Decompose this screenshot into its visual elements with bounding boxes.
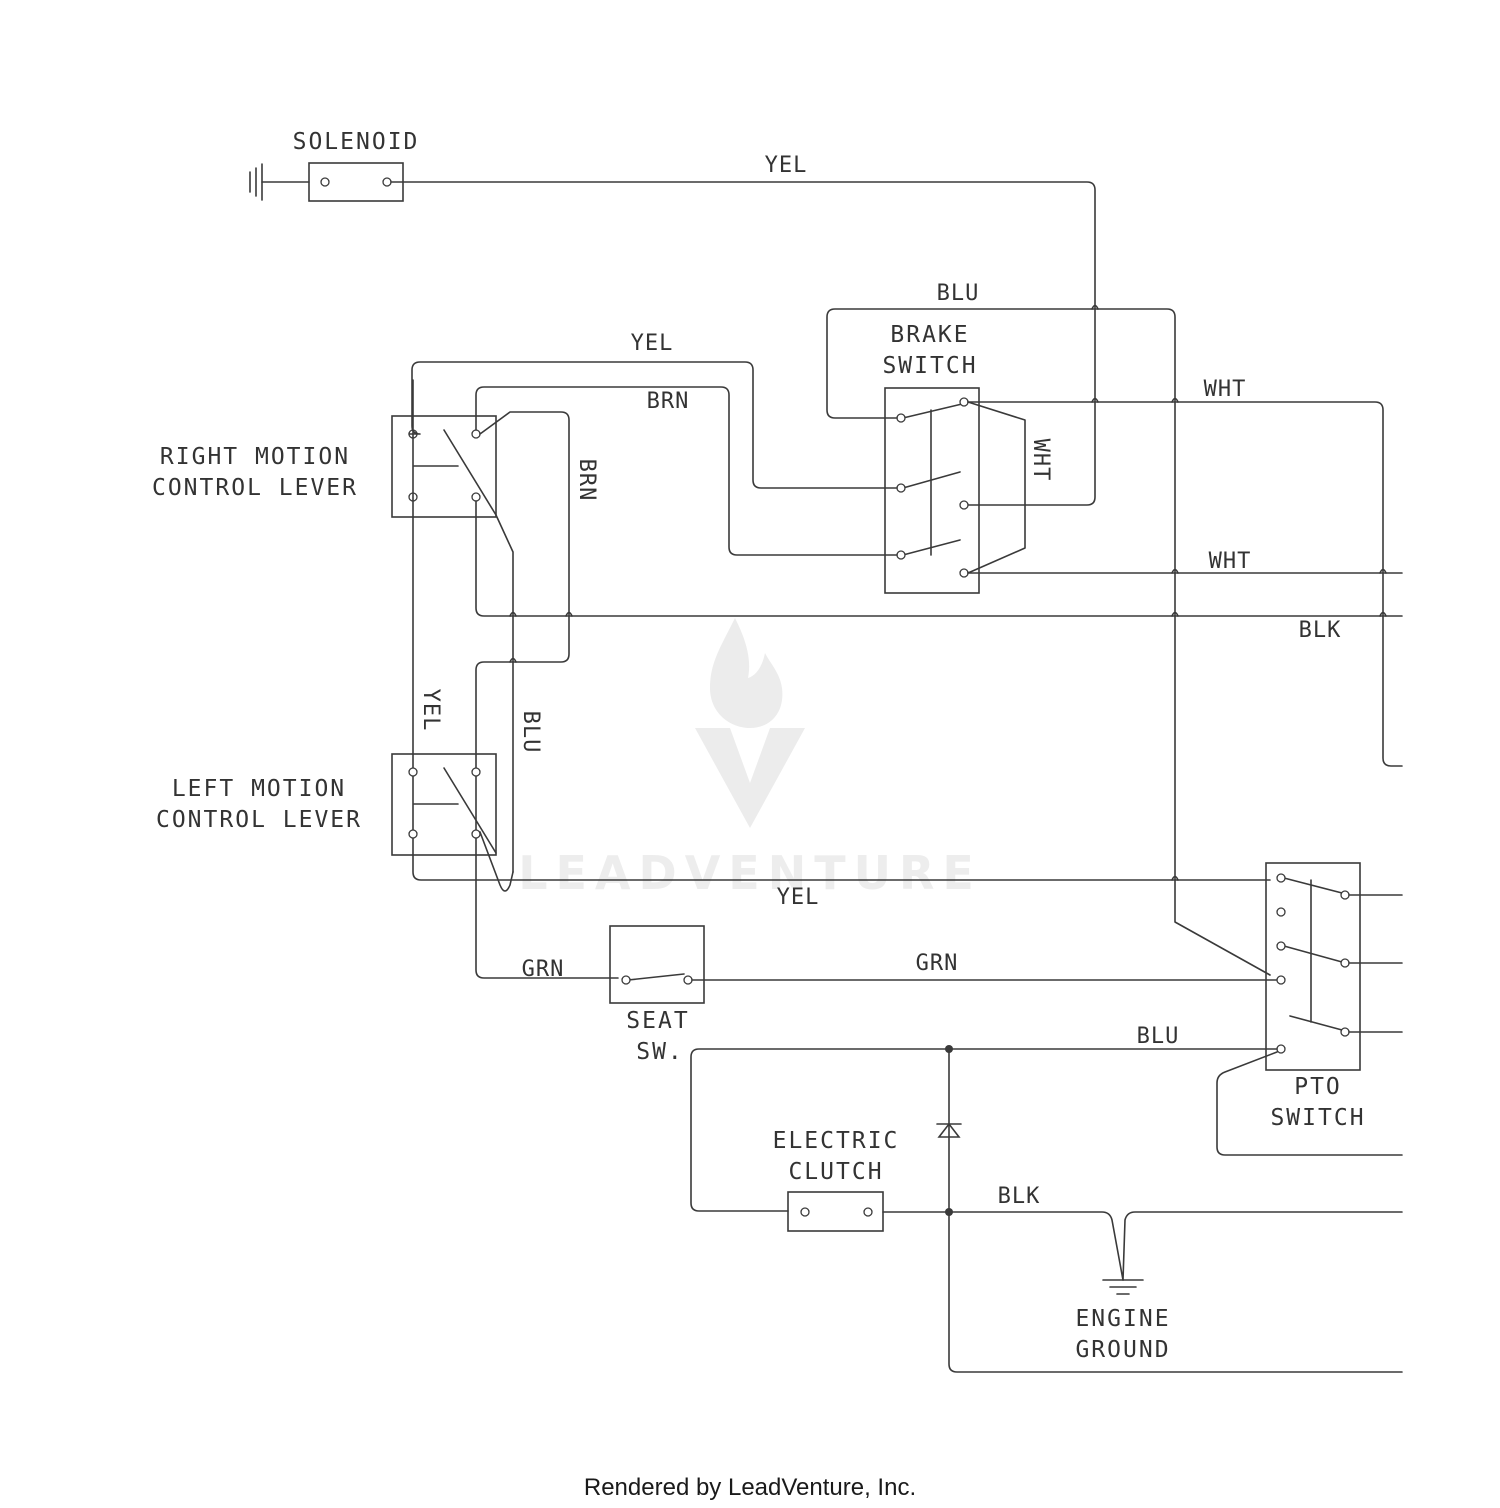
- footer-credit: Rendered by LeadVenture, Inc.: [583, 1474, 917, 1501]
- wire-label-wht-upper: WHT: [1204, 377, 1247, 402]
- wire-label-yel-bottom: YEL: [777, 885, 820, 910]
- wire-label-blu-vertical: BLU: [518, 711, 543, 754]
- seat-switch-label-2: SW.: [636, 1039, 684, 1065]
- left-lever-label-1: LEFT MOTION: [172, 776, 346, 802]
- solenoid: [249, 162, 404, 202]
- engine-ground-label-2: GROUND: [1075, 1337, 1170, 1363]
- right-lever-label-2: CONTROL LEVER: [152, 475, 358, 501]
- watermark-flame-icon: [690, 618, 810, 833]
- electric-clutch: [787, 1191, 884, 1232]
- pto-switch: [1265, 862, 1361, 1071]
- engine-ground-label-1: ENGINE: [1075, 1306, 1170, 1332]
- electric-clutch-label-2: CLUTCH: [788, 1159, 883, 1185]
- right-motion-control-lever: [391, 415, 497, 518]
- electric-clutch-label-1: ELECTRIC: [773, 1128, 900, 1154]
- wire-pto-return: [1216, 1051, 1403, 1156]
- wire-top-brn: [475, 386, 898, 556]
- wire-label-top-yel: YEL: [631, 331, 674, 356]
- wire-label-brn-vertical: BRN: [574, 459, 599, 502]
- brake-switch: [884, 387, 980, 594]
- wire-wht-jumper: [967, 401, 1026, 574]
- seat-switch-label-1: SEAT: [626, 1008, 689, 1034]
- wire-brn-vertical: [475, 411, 619, 979]
- wire-label-brake-blu: BLU: [937, 281, 980, 306]
- pto-switch-label-1: PTO: [1294, 1074, 1342, 1100]
- wire-top-yel: [408, 361, 898, 489]
- wire-blk-ground-right: [1122, 1211, 1403, 1281]
- wire-label-yel-vertical: YEL: [418, 689, 443, 732]
- wire-yel-left-vertical: [412, 379, 1271, 881]
- brake-switch-label-2: SWITCH: [882, 353, 977, 379]
- wire-label-blu-pto: BLU: [1137, 1024, 1180, 1049]
- wire-crossovers: [509, 304, 1387, 881]
- wire-label-top-brn: BRN: [647, 389, 690, 414]
- wire-wht-upper: [967, 401, 1403, 767]
- wire-label-wht-vertical: WHT: [1028, 439, 1053, 482]
- engine-ground-icon: [1102, 1279, 1144, 1295]
- wire-solenoid-yel: [390, 181, 1096, 506]
- wire-label-blk-ground: BLK: [998, 1184, 1041, 1209]
- wire-label-wht-lower: WHT: [1209, 549, 1252, 574]
- watermark-text: LEADVENTURE: [518, 846, 982, 900]
- brake-switch-label-1: BRAKE: [890, 322, 969, 348]
- diode: [936, 1122, 962, 1138]
- wire-label-solenoid-yel: YEL: [765, 153, 808, 178]
- wire-blu-pto: [690, 1048, 1278, 1212]
- seat-switch: [609, 925, 705, 1004]
- wire-blk-main: [475, 500, 1403, 617]
- left-motion-control-lever: [391, 753, 497, 856]
- left-lever-label-2: CONTROL LEVER: [156, 807, 362, 833]
- wire-lever-link: [495, 514, 514, 873]
- wire-brake-blu: [826, 308, 1271, 976]
- wire-blk-ground: [882, 1211, 1124, 1281]
- wire-lever-link-lower: [479, 831, 514, 892]
- solenoid-label: SOLENOID: [293, 129, 420, 155]
- wire-diode-leg: [948, 1048, 1403, 1373]
- right-lever-label-1: RIGHT MOTION: [160, 444, 350, 470]
- wire-label-blk-right: BLK: [1299, 618, 1342, 643]
- wire-label-grn-left: GRN: [522, 957, 565, 982]
- wire-label-grn-mid: GRN: [916, 951, 959, 976]
- pto-switch-label-2: SWITCH: [1270, 1105, 1365, 1131]
